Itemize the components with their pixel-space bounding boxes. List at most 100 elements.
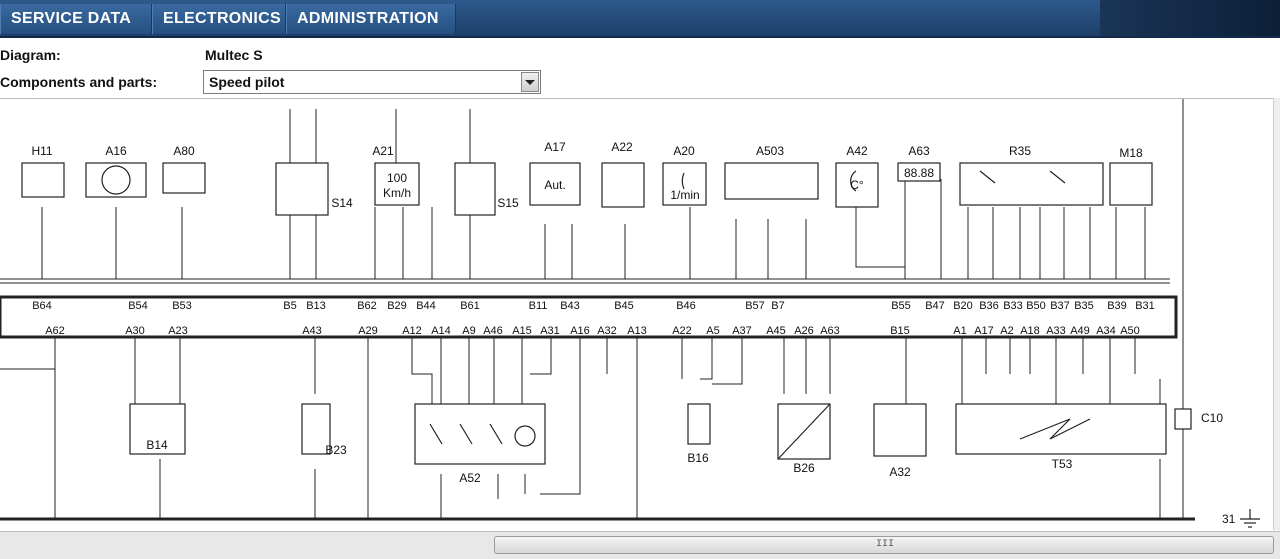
pin-label: B11 (529, 300, 548, 312)
pin-label: B29 (387, 300, 407, 312)
component-label: B16 (687, 451, 709, 465)
wiring-diagram: B64 B54 B53 B5 B13 B62 B29 B44 B61 B11 B… (0, 98, 1280, 531)
pin-label: A50 (1120, 325, 1140, 337)
pin-label: B5 (283, 300, 296, 312)
pin-label: A12 (402, 325, 422, 337)
auto-gauge-text: Aut. (544, 178, 565, 192)
pin-label: A14 (431, 325, 451, 337)
dropdown-arrow-icon[interactable] (521, 72, 539, 92)
pin-label: A46 (483, 325, 503, 337)
display-gauge-text: 88.88 (904, 166, 934, 180)
pin-label: B61 (460, 300, 480, 312)
components-label: Components and parts: (0, 74, 158, 90)
component-label: H11 (31, 144, 52, 158)
pin-label: A22 (672, 325, 692, 337)
rpm-gauge-text: 1/min (670, 188, 699, 202)
pin-label: B45 (614, 300, 634, 312)
pin-label: B13 (306, 300, 326, 312)
pin-label: A9 (462, 325, 475, 337)
pin-label: A33 (1046, 325, 1066, 337)
components-select-value: Speed pilot (209, 74, 285, 90)
horizontal-scroll-thumb[interactable]: III (494, 536, 1274, 554)
component-label: A80 (173, 144, 195, 158)
pin-label: A43 (302, 325, 322, 337)
pin-label: B57 (745, 300, 765, 312)
component-label: T53 (1052, 457, 1073, 471)
pin-label: A49 (1070, 325, 1090, 337)
component-label: A22 (611, 140, 633, 154)
pin-label: B36 (979, 300, 999, 312)
component-label: A42 (846, 144, 868, 158)
pin-label: B37 (1050, 300, 1070, 312)
speed-gauge-unit: Km/h (383, 186, 411, 200)
pin-label: A29 (358, 325, 378, 337)
diagram-label: Diagram: (0, 47, 61, 63)
component-label: A16 (105, 144, 127, 158)
pin-label: B53 (172, 300, 192, 312)
pin-label: A45 (766, 325, 786, 337)
component-label: B14 (146, 438, 168, 452)
speed-gauge-value: 100 (387, 171, 407, 185)
pin-label: B54 (128, 300, 148, 312)
pin-label: B7 (771, 300, 784, 312)
pin-label: A34 (1096, 325, 1116, 337)
component-label: A17 (544, 140, 566, 154)
pin-label: A32 (597, 325, 617, 337)
component-label: S14 (331, 196, 353, 210)
component-label: A63 (908, 144, 930, 158)
tab-service-data[interactable]: SERVICE DATA (0, 4, 152, 34)
ground-icon (1240, 509, 1260, 528)
pin-label: B43 (560, 300, 580, 312)
ground-label: 31 (1222, 512, 1236, 526)
pin-label: B35 (1074, 300, 1094, 312)
top-navigation-bar: SERVICE DATA ELECTRONICS ADMINISTRATION (0, 0, 1280, 38)
temp-gauge-text: C° (850, 178, 864, 192)
horizontal-scrollbar[interactable]: III (0, 531, 1280, 559)
pin-label: B46 (676, 300, 696, 312)
pin-label: B47 (925, 300, 945, 312)
pin-label: B64 (32, 300, 52, 312)
component-label: A32 (889, 465, 911, 479)
component-label: B23 (325, 443, 347, 457)
component-label: A21 (372, 144, 394, 158)
tab-administration[interactable]: ADMINISTRATION (286, 4, 456, 34)
pin-label: A1 (953, 325, 966, 337)
component-label: M18 (1119, 146, 1143, 160)
pin-label: B33 (1003, 300, 1023, 312)
pin-label: A30 (125, 325, 145, 337)
component-label: A503 (756, 144, 784, 158)
diagram-value: Multec S (205, 47, 263, 63)
component-label: C10 (1201, 411, 1223, 425)
pin-label: A2 (1000, 325, 1013, 337)
pin-label: B50 (1026, 300, 1046, 312)
pin-label: A17 (974, 325, 994, 337)
pin-label: B39 (1107, 300, 1127, 312)
component-label: R35 (1009, 144, 1031, 158)
pin-label: B20 (953, 300, 973, 312)
pin-label: A37 (732, 325, 752, 337)
scroll-grip-icon: III (876, 539, 895, 550)
pin-label: A15 (512, 325, 532, 337)
brand-area (1100, 0, 1280, 36)
pin-label: B55 (891, 300, 911, 312)
pin-label: B62 (357, 300, 377, 312)
component-label: A20 (673, 144, 695, 158)
pin-label: A23 (168, 325, 188, 337)
wiring-diagram-canvas: B64 B54 B53 B5 B13 B62 B29 B44 B61 B11 B… (0, 99, 1260, 528)
pin-label: B44 (416, 300, 436, 312)
pin-label: A16 (570, 325, 590, 337)
component-label: B26 (793, 461, 815, 475)
components-select[interactable]: Speed pilot (203, 70, 541, 94)
component-label: S15 (497, 196, 519, 210)
pin-label: A62 (45, 325, 65, 337)
pin-label: A13 (627, 325, 647, 337)
pin-label: A63 (820, 325, 840, 337)
vertical-scrollbar[interactable] (1273, 98, 1280, 530)
pin-label: A18 (1020, 325, 1040, 337)
pin-label: B31 (1135, 300, 1155, 312)
pin-label: A31 (540, 325, 560, 337)
pin-label: A5 (706, 325, 719, 337)
pin-label: B15 (890, 325, 910, 337)
tab-electronics[interactable]: ELECTRONICS (152, 4, 286, 34)
pin-label: A26 (794, 325, 814, 337)
